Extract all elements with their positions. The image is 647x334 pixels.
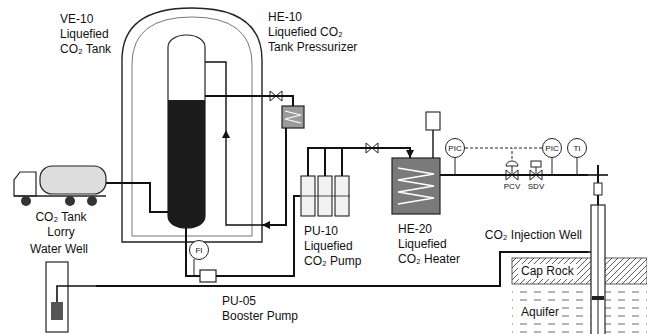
- pipe-line: [325, 148, 410, 176]
- expansion-line: [432, 130, 433, 158]
- storage-tank: VE-10Liquefied CO₂ Tank: [122, 8, 262, 242]
- lorry-cab: [14, 172, 36, 196]
- label-block: HE-20Liquefied CO₂ Heater: [398, 222, 470, 267]
- pump-group: PU-10Liquefied CO₂ Pump: [300, 176, 350, 216]
- equipment-name: Liquefied CO₂ Pump: [304, 239, 368, 269]
- injection-well: CO₂ Injection Well: [588, 165, 610, 334]
- equipment-tag: PU-05: [222, 294, 306, 309]
- tank-housing: [122, 8, 262, 242]
- aquifer-fill: [512, 290, 647, 334]
- instrument-circle: PIC: [445, 138, 465, 158]
- equipment-name: Liquefied CO₂ Heater: [398, 237, 470, 267]
- well-packer: [592, 296, 604, 300]
- tank-lorry: CO₂ Tank Lorry: [10, 160, 112, 240]
- water-inlet: [588, 251, 591, 253]
- outlet-pipe: [185, 228, 187, 242]
- label-block: Water Well: [30, 242, 96, 257]
- fill-pipe: [106, 183, 168, 212]
- wellhead-valve: [594, 183, 602, 195]
- equipment-name: Liquefied CO₂ Tank Pressurizer: [268, 25, 368, 55]
- wellhead-arm: [588, 174, 608, 176]
- valve-actuator: [531, 161, 541, 167]
- instrument-tag: TI: [573, 144, 580, 153]
- equipment-name: CO₂ Tank Lorry: [29, 210, 93, 240]
- equipment-tag: VE-10: [60, 12, 118, 27]
- label-block: PIC: [446, 139, 464, 157]
- equipment-name: Booster Pump: [222, 309, 306, 324]
- label-block: VE-10Liquefied CO₂ Tank: [60, 12, 118, 57]
- instrument-circle: PIC: [542, 138, 562, 158]
- equipment-tag: HE-20: [398, 222, 470, 237]
- label-block: PU-05Booster Pump: [222, 294, 306, 324]
- pump-manifold: [300, 196, 350, 197]
- well-tubing: [598, 205, 599, 334]
- instrument-tag: FI: [195, 246, 202, 255]
- pipe-line: [262, 96, 293, 106]
- lorry-wheel: [65, 196, 75, 206]
- label-block: PU-10Liquefied CO₂ Pump: [304, 224, 368, 269]
- equipment-tag: HE-10: [268, 10, 368, 25]
- equipment-name: CO₂ Injection Well: [476, 228, 582, 243]
- valve-tag: PCV: [503, 182, 521, 191]
- inner-vessel: [168, 35, 205, 228]
- return-pipe: [205, 62, 262, 225]
- label-block: CO₂ Injection Well: [476, 228, 582, 243]
- instrument-circle: TI: [567, 138, 587, 158]
- water-riser: [57, 286, 96, 302]
- water-well: Water Well: [30, 242, 96, 332]
- signal-line: [465, 148, 542, 161]
- vapour-pipe: [205, 95, 262, 97]
- label-block: Cap Rock: [512, 258, 647, 284]
- liquid-level: [168, 100, 205, 228]
- pressurizer-box: HE-10Liquefied CO₂ Tank Pressurizer: [282, 106, 304, 128]
- pipe-line: [440, 174, 588, 176]
- lorry-wheel: [21, 196, 31, 206]
- stratum-name: Cap Rock: [518, 264, 577, 279]
- well-casing: [591, 205, 605, 334]
- booster-pump-symbol: [200, 270, 216, 282]
- lorry-tank: [40, 166, 106, 194]
- label-block: HE-10Liquefied CO₂ Tank Pressurizer: [268, 10, 368, 55]
- instrument-circle: FI: [189, 240, 209, 260]
- stratum-name: Aquifer: [518, 305, 562, 320]
- cap-rock-hatch: [512, 258, 647, 284]
- pressurizer-body: [282, 106, 304, 128]
- instrument-leader: [194, 259, 195, 275]
- instrument-tag: PIC: [448, 144, 461, 153]
- heater-body: [392, 158, 440, 214]
- pipe-group: [96, 96, 588, 286]
- strata-band: Cap Rock: [512, 258, 647, 284]
- pipe-line: [216, 196, 300, 276]
- label-block: FI: [190, 241, 208, 259]
- heating-coil: [398, 168, 434, 204]
- equipment-name: Liquefied CO₂ Tank: [60, 27, 118, 57]
- lorry-wheel: [87, 196, 97, 206]
- expansion-tank: [426, 112, 440, 130]
- booster-pump: PU-05Booster Pump: [200, 270, 216, 282]
- submersible-pump: [51, 302, 63, 320]
- strata-band: Aquifer: [512, 290, 647, 334]
- instrument-tag: PIC: [545, 144, 558, 153]
- label-block: Aquifer: [512, 290, 647, 334]
- label-block: PIC: [543, 139, 561, 157]
- valve-actuator: [506, 161, 518, 175]
- equipment-name: Water Well: [30, 242, 96, 257]
- flow-arrow: [222, 130, 230, 138]
- valve-tag: SDV: [527, 182, 545, 191]
- valve-stem: [536, 167, 537, 175]
- pipe-line: [262, 128, 286, 225]
- label-block: CO₂ Tank Lorry: [29, 210, 93, 240]
- heating-coil: [285, 111, 301, 123]
- heater-box: HE-20Liquefied CO₂ Heater: [392, 158, 440, 214]
- pipe-line: [112, 182, 122, 184]
- label-block: TI: [568, 139, 586, 157]
- equipment-tag: PU-10: [304, 224, 368, 239]
